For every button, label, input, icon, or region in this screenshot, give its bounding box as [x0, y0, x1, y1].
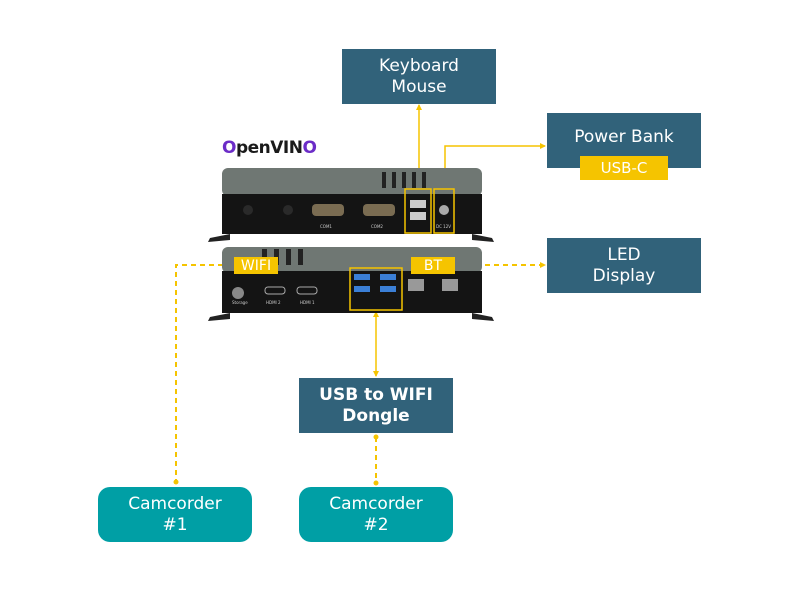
device-rear — [208, 247, 494, 321]
power-button-icon — [232, 287, 244, 299]
usb-c-tag: USB-C — [580, 156, 668, 180]
com1-label: COM1 — [320, 224, 332, 229]
foot-right — [472, 234, 494, 242]
wifi-tag: WIFI — [234, 257, 278, 274]
usb-rear-arrow — [373, 311, 379, 317]
led-label: LED — [607, 244, 641, 265]
screw-icon — [243, 205, 253, 215]
camcorder-2-number: #2 — [363, 514, 389, 535]
com2-label: COM2 — [371, 224, 383, 229]
led-arrow — [540, 262, 546, 268]
device-front-top — [222, 168, 482, 196]
mouse-label: Mouse — [391, 76, 447, 97]
camcorder-2-box: Camcorder #2 — [299, 487, 453, 542]
camcorder-1-number: #1 — [162, 514, 188, 535]
dongle-label-2: Dongle — [342, 405, 410, 426]
usb-highlight — [404, 188, 432, 234]
foot-right — [472, 313, 494, 321]
power-bank-label: Power Bank — [574, 127, 674, 147]
hdmi2-label: HDMI 2 — [266, 300, 281, 305]
usb-wifi-dongle-box: USB to WIFI Dongle — [299, 378, 453, 433]
camcorder-1-label: Camcorder — [128, 493, 222, 514]
usb-port — [410, 212, 426, 220]
foot-left — [208, 313, 230, 321]
keyboard-mouse-box: Keyboard Mouse — [342, 49, 496, 104]
screw-icon — [283, 205, 293, 215]
lan2-port — [442, 279, 458, 291]
dongle-label-1: USB to WIFI — [319, 384, 433, 405]
hdmi1-port — [296, 286, 318, 295]
dc-highlight — [433, 188, 455, 234]
device-rear-panel — [222, 271, 482, 313]
lan1-port — [408, 279, 424, 291]
device-front — [208, 168, 494, 242]
logo-o1: O — [222, 138, 236, 158]
hdmi2-port — [264, 286, 286, 295]
keyboard-arrow — [416, 104, 422, 110]
dc-label: DC 12V — [436, 224, 451, 229]
camcorder-2-label: Camcorder — [329, 493, 423, 514]
device-front-panel — [222, 194, 482, 234]
com2-port — [363, 204, 395, 216]
com1-port — [312, 204, 344, 216]
storage-label: Storage — [232, 300, 248, 305]
hdmi1-label: HDMI 1 — [300, 300, 315, 305]
power-arrow — [540, 143, 546, 149]
bt-tag: BT — [411, 257, 455, 274]
display-label: Display — [592, 265, 656, 286]
cam2-dot — [373, 480, 379, 486]
led-display-box: LED Display — [547, 238, 701, 293]
usb-port — [410, 200, 426, 208]
foot-left — [208, 234, 230, 242]
camcorder-1-box: Camcorder #1 — [98, 487, 252, 542]
openvino-logo: OpenVINO — [222, 138, 317, 158]
dongle-arrow — [373, 371, 379, 377]
usb3-highlight — [349, 267, 403, 311]
logo-text: penVIN — [235, 138, 303, 158]
logo-o2: O — [302, 138, 317, 158]
wifi-connector — [175, 264, 232, 488]
dongle-dot — [373, 434, 379, 440]
dc-jack — [439, 205, 449, 215]
cam1-dot — [173, 479, 179, 485]
keyboard-label: Keyboard — [379, 55, 459, 76]
